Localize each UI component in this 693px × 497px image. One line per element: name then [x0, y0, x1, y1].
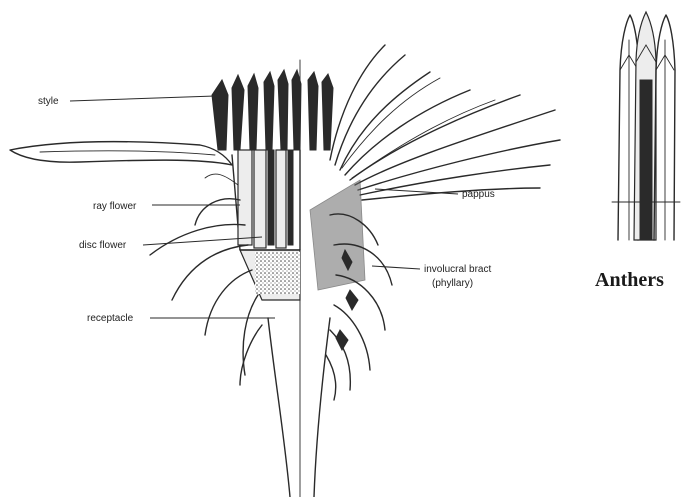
label-receptacle: receptacle: [87, 313, 134, 324]
disc-florets-section: [232, 150, 300, 250]
pappus-leader: [375, 189, 458, 194]
styles-group: [212, 70, 333, 150]
ray-petal: [10, 142, 232, 165]
label-disc-flower: disc flower: [79, 240, 127, 251]
anther-middle: [634, 12, 656, 240]
anthers-title: Anthers: [595, 269, 664, 291]
label-involucral-bract: involucral bract: [424, 264, 491, 275]
label-pappus: pappus: [462, 189, 495, 200]
receptacle-shape: [240, 250, 300, 300]
style-leader: [70, 96, 215, 101]
anthers-inset: Anthers: [595, 12, 680, 291]
label-style: style: [38, 96, 59, 107]
involucral-bract-leader: [372, 266, 420, 269]
label-ray-flower: ray flower: [93, 201, 137, 212]
anther-right: [654, 15, 675, 240]
pappus-bristles: [310, 45, 560, 290]
label-phyllary: (phyllary): [432, 278, 473, 289]
